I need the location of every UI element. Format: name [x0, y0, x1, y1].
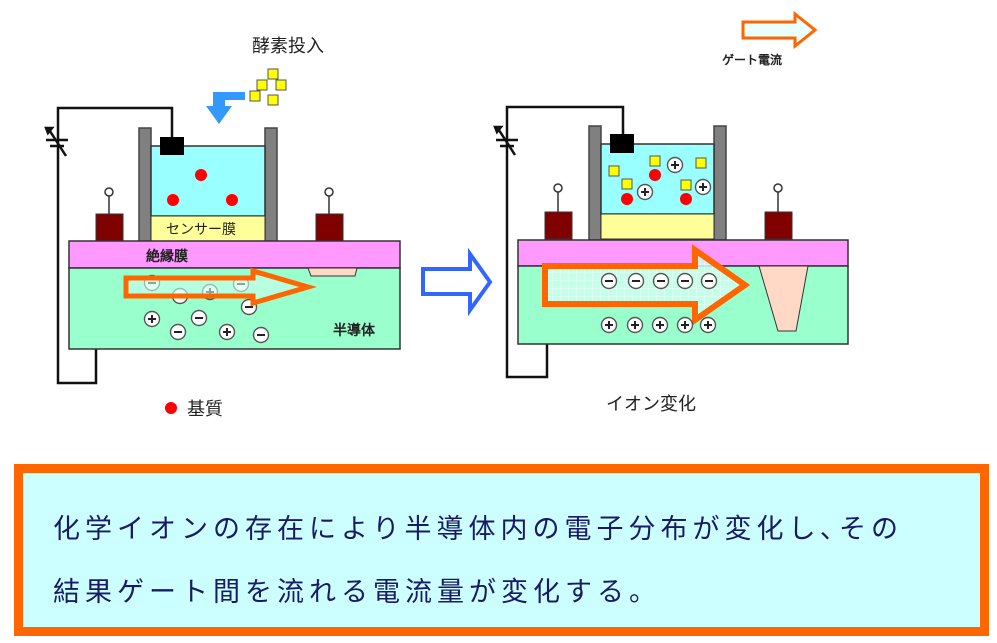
minus-ion — [700, 272, 718, 290]
circuit-wire — [56, 106, 174, 385]
plus-ion — [666, 156, 684, 174]
minus-ion — [252, 326, 270, 344]
reference-electrode — [610, 134, 634, 153]
ion-change-label: イオン変化 — [606, 394, 696, 415]
enzyme-molecule — [267, 68, 279, 80]
substrate-dot — [621, 193, 633, 205]
depletion-region — [758, 265, 809, 332]
container-wall-left — [588, 125, 602, 241]
caption-line-1: 化学イオンの存在により半導体内の電子分布が変化し､その — [53, 514, 903, 545]
gate-current-legend-arrow — [741, 10, 818, 50]
drain-electrode — [315, 187, 344, 242]
reference-electrode — [160, 137, 184, 155]
minus-ion — [600, 272, 618, 290]
caption-line-2: 結果ゲート間を流れる電流量が変化する。 — [53, 577, 661, 608]
plus-ion — [143, 310, 161, 328]
enzyme-molecule — [608, 165, 620, 177]
substrate-dot — [195, 169, 207, 181]
container-wall-right — [713, 125, 727, 241]
gate-current-arrow — [542, 244, 751, 326]
source-electrode — [544, 183, 573, 240]
gate-current-arrow — [123, 267, 317, 307]
left-panel: センサー膜 絶縁膜 半導体 — [44, 36, 401, 420]
substrate-dot — [649, 169, 661, 181]
circuit-wire — [505, 105, 625, 379]
gate-current-legend-label: ゲート電流 — [722, 52, 782, 67]
substrate-dot — [226, 194, 238, 206]
plus-ion — [600, 316, 618, 334]
insulating-film — [68, 240, 401, 269]
enzyme-drop-arrow — [206, 92, 245, 124]
variable-source-icon — [44, 126, 68, 157]
plus-ion — [676, 316, 694, 334]
semiconductor-label: 半導体 — [333, 322, 376, 339]
sensor-membrane — [600, 213, 715, 240]
minus-ion — [169, 323, 187, 341]
enzyme-molecule — [680, 179, 692, 191]
right-panel: ゲート電流 — [493, 10, 849, 415]
enzyme-molecule — [249, 90, 261, 102]
minus-ion — [190, 309, 208, 327]
container-wall-right — [264, 127, 278, 243]
substrate-dot — [680, 193, 692, 205]
caption-box: 化学イオンの存在により半導体内の電子分布が変化し､その 結果ゲート間を流れる電流… — [14, 464, 989, 636]
plus-ion — [651, 316, 669, 334]
drain-electrode — [764, 183, 793, 240]
sensor-membrane — [150, 215, 266, 242]
plus-ion — [626, 316, 644, 334]
enzyme-molecule — [256, 79, 268, 91]
variable-source-icon — [493, 125, 518, 156]
enzyme-molecule — [267, 94, 279, 106]
source-electrode — [95, 187, 124, 242]
enzyme-molecule — [649, 155, 661, 167]
enzyme-molecule — [275, 79, 287, 91]
enzyme-input-label: 酵素投入 — [252, 36, 324, 57]
enzyme-molecule — [621, 178, 633, 190]
sensor-membrane-label: センサー膜 — [166, 222, 236, 238]
substrate-dot — [167, 194, 179, 206]
transition-arrow — [421, 247, 493, 317]
plus-ion — [699, 316, 717, 334]
enzyme-molecule — [695, 157, 707, 169]
insulating-film — [517, 239, 849, 267]
depletion-region — [307, 267, 358, 277]
substrate-legend-label: 基質 — [187, 399, 223, 420]
plus-ion — [636, 183, 654, 201]
plus-ion — [694, 178, 712, 196]
plus-ion — [218, 323, 236, 341]
substrate-legend-dot — [165, 402, 177, 414]
minus-ion — [652, 272, 670, 290]
container-wall-left — [138, 127, 152, 243]
minus-ion — [676, 272, 694, 290]
solution — [150, 145, 266, 217]
minus-ion — [627, 272, 645, 290]
insulating-film-label: 絶縁膜 — [146, 248, 188, 265]
